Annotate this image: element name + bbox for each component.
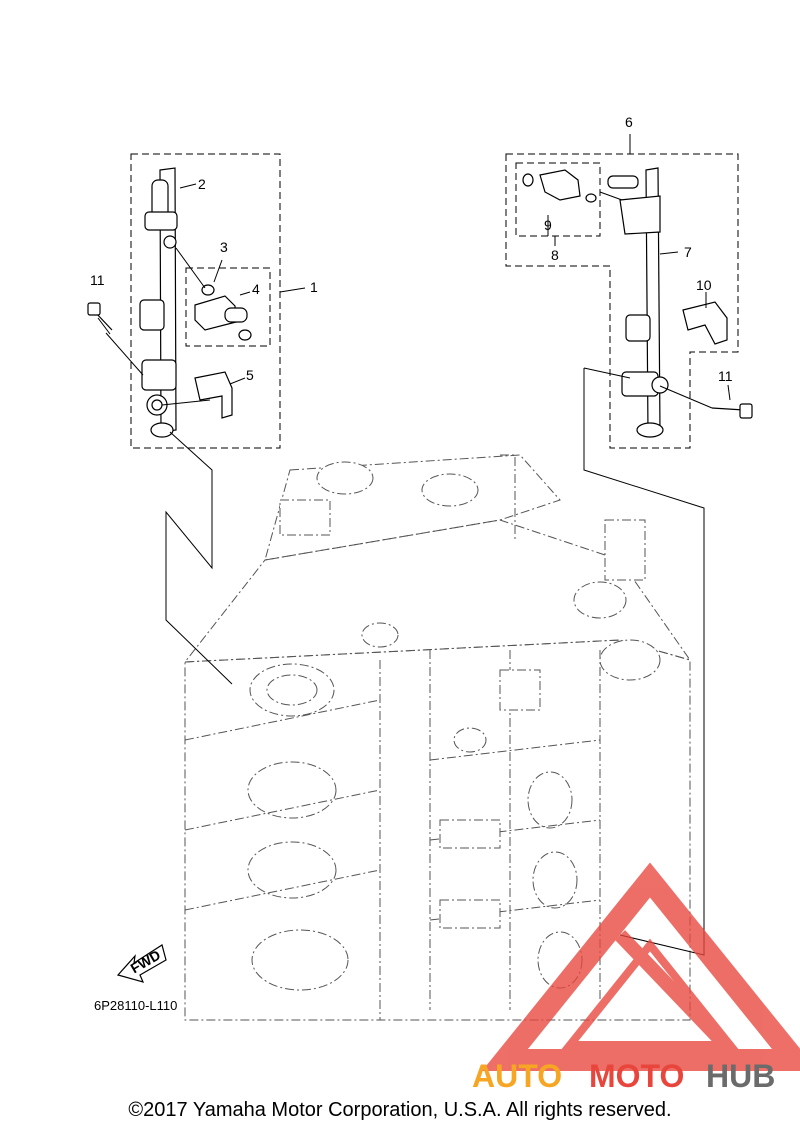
callout-3: 3 bbox=[220, 239, 228, 255]
callout-10: 10 bbox=[696, 277, 712, 293]
watermark-auto: AUTO bbox=[472, 1058, 562, 1094]
callout-11-left: 11 bbox=[90, 272, 105, 288]
engine-block bbox=[183, 454, 692, 1021]
left-fuel-rail-assembly bbox=[87, 153, 306, 685]
callout-9: 9 bbox=[544, 217, 552, 233]
watermark-moto: MOTO bbox=[589, 1058, 684, 1094]
callout-2: 2 bbox=[198, 176, 206, 192]
copyright-text: ©2017 Yamaha Motor Corporation, U.S.A. A… bbox=[128, 1099, 672, 1121]
callout-1: 1 bbox=[310, 279, 318, 295]
fwd-arrow: FWD bbox=[116, 944, 167, 983]
diagram-code: 6P28110-L110 bbox=[94, 998, 177, 1013]
callout-4: 4 bbox=[252, 281, 260, 297]
right-fuel-rail-assembly bbox=[505, 134, 753, 956]
watermark-logo bbox=[482, 862, 800, 1071]
callout-5: 5 bbox=[246, 367, 254, 383]
watermark-hub: HUB bbox=[706, 1058, 775, 1094]
callout-11-right: 11 bbox=[718, 368, 733, 384]
callout-8: 8 bbox=[551, 247, 559, 263]
callout-7: 7 bbox=[684, 244, 692, 260]
callout-6: 6 bbox=[625, 114, 633, 130]
